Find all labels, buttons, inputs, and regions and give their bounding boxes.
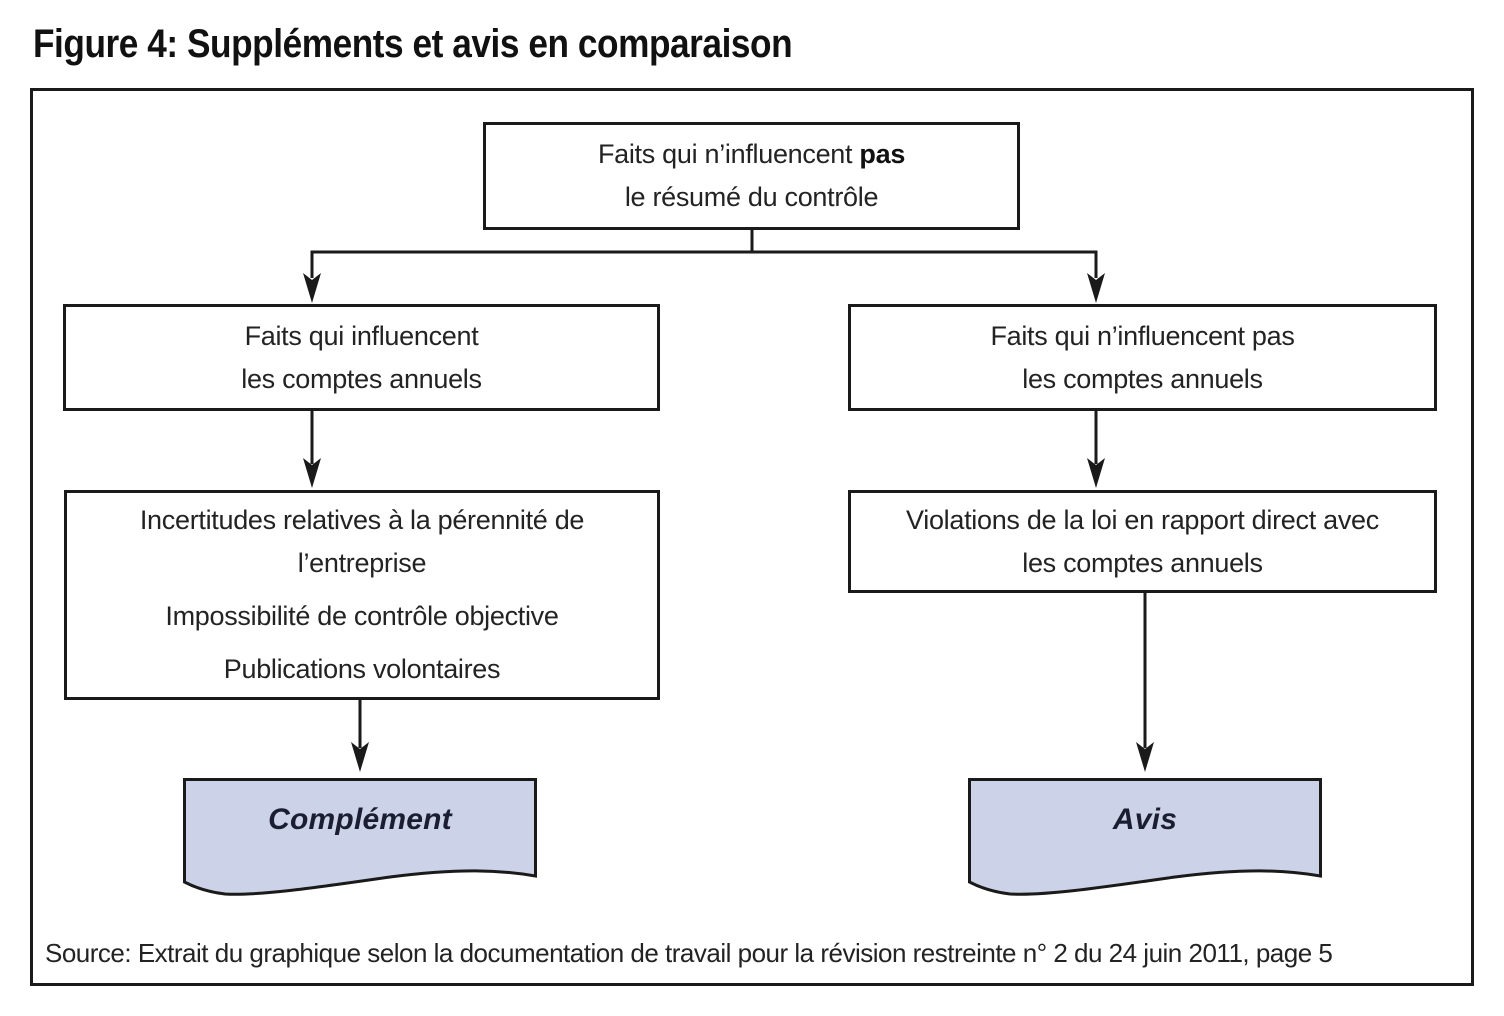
node-left-level1-line1: Faits qui influencent (244, 320, 479, 351)
node-right-level1-line2: les comptes annuels (1022, 363, 1263, 394)
figure-title: Figure 4: Suppléments et avis en compara… (33, 22, 793, 66)
node-right-level1: Faits qui n’influencent pas les comptes … (848, 304, 1437, 411)
node-right-level2: Violations de la loi en rapport direct a… (848, 490, 1437, 593)
node-left-level2-item3: Publications volontaires (223, 654, 501, 684)
node-left-level1-line2: les comptes annuels (241, 363, 482, 394)
node-left-level2-item2: Impossibilité de contrôle objective (165, 601, 559, 631)
node-root: Faits qui n’influencent pas le résumé du… (483, 122, 1020, 230)
node-right-level2-line1: Violations de la loi en rapport direct a… (906, 504, 1379, 535)
node-left-level2-item1-line2: l’entreprise (297, 548, 427, 578)
node-left-level1: Faits qui influencent les comptes annuel… (63, 304, 660, 411)
node-right-level1-line1: Faits qui n’influencent pas (990, 320, 1295, 351)
figure-source: Source: Extrait du graphique selon la do… (45, 938, 1333, 968)
node-left-level2-item1-line1: Incertitudes relatives à la pérennité de (139, 505, 585, 535)
result-label-avis: Avis (1112, 803, 1178, 836)
node-left-level2: Incertitudes relatives à la pérennité de… (64, 490, 660, 700)
node-root-line2: le résumé du contrôle (624, 182, 879, 212)
node-root-line1-bold: pas (859, 139, 906, 169)
result-label-complement: Complément (268, 803, 452, 836)
node-right-level2-line2: les comptes annuels (1022, 547, 1263, 578)
node-root-line1: Faits qui n’influencent pas (598, 133, 905, 176)
node-root-line1-text: Faits qui n’influencent (597, 139, 860, 169)
